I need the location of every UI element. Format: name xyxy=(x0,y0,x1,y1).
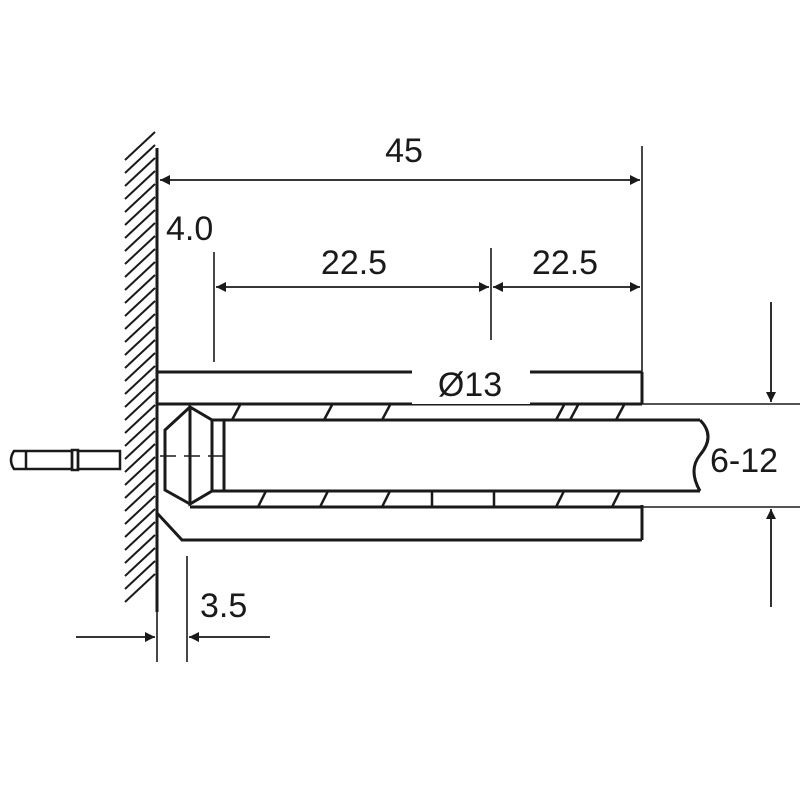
hatch-line xyxy=(124,365,156,395)
label-diameter: Ø13 xyxy=(438,366,502,404)
label-recess: 3.5 xyxy=(200,587,247,625)
hatch-line xyxy=(124,235,156,265)
rod-cone-head xyxy=(163,405,192,506)
label-segment-a: 22.5 xyxy=(321,244,387,282)
dim-recess: 3.5 xyxy=(76,556,270,662)
dim-diameter: Ø13 xyxy=(412,360,530,404)
hatch-line xyxy=(124,560,156,590)
label-thickness: 6-12 xyxy=(710,442,778,480)
hatch-line xyxy=(124,469,156,499)
diameter-label-mask xyxy=(412,360,530,404)
hatch-line xyxy=(124,573,156,603)
hatch-line xyxy=(124,482,156,512)
hatch-line xyxy=(124,508,156,538)
hatch-line xyxy=(124,547,156,577)
thread-top xyxy=(230,404,626,421)
pin-shank xyxy=(76,449,122,471)
hatch-line xyxy=(124,456,156,486)
hatch-line xyxy=(124,300,156,330)
hatch-line xyxy=(124,495,156,525)
label-overall-length: 45 xyxy=(385,132,423,170)
hatch-line xyxy=(124,391,156,421)
hatch-line xyxy=(124,183,156,213)
dim-overall-length: 45 xyxy=(160,132,643,372)
hatch-line xyxy=(124,404,156,434)
dim-segments: 4.0 22.5 22.5 xyxy=(166,210,640,362)
hatch-line xyxy=(124,352,156,382)
hatch-line xyxy=(124,339,156,369)
label-offset: 4.0 xyxy=(166,210,213,248)
hatch-line xyxy=(124,378,156,408)
hatch-line xyxy=(124,326,156,356)
hatch-line xyxy=(124,534,156,564)
wall-hatching xyxy=(124,131,156,603)
hatch-line xyxy=(124,287,156,317)
sleeve-bottom-edge xyxy=(155,511,642,542)
hatch-line xyxy=(124,313,156,343)
hatch-line xyxy=(124,209,156,239)
wall xyxy=(124,131,159,612)
hatch-line xyxy=(124,274,156,304)
hatch-line xyxy=(124,144,156,174)
sleeve-housing xyxy=(155,370,644,542)
hatch-line xyxy=(124,430,156,460)
hatch-line xyxy=(124,521,156,551)
hatch-line xyxy=(124,222,156,252)
label-segment-b: 22.5 xyxy=(532,244,598,282)
pin-tip xyxy=(9,449,74,471)
hatch-line xyxy=(124,157,156,187)
hatch-line xyxy=(124,261,156,291)
hatch-line xyxy=(124,417,156,447)
dim-thickness: 6-12 xyxy=(642,302,800,607)
hatch-line xyxy=(124,131,156,161)
support-rod xyxy=(160,404,710,507)
hatch-line xyxy=(124,196,156,226)
wall-pin xyxy=(9,448,122,472)
thread-bottom xyxy=(256,490,622,508)
hatch-line xyxy=(124,443,156,473)
rod-break-line xyxy=(692,418,710,492)
hatch-line xyxy=(124,248,156,278)
hatch-line xyxy=(124,170,156,200)
